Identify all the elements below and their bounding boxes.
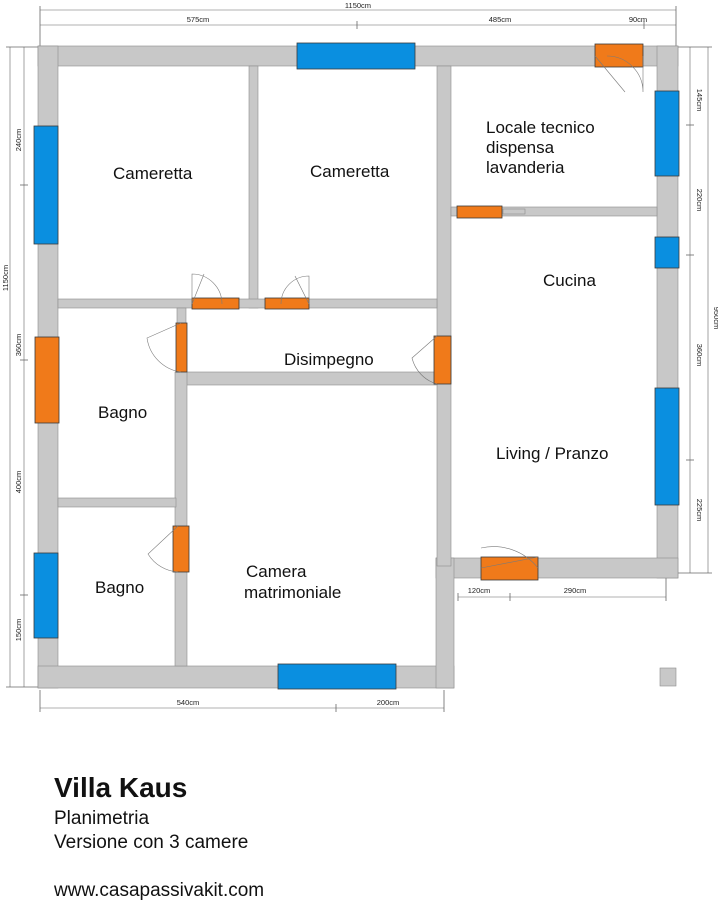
floor-plan: Cameretta Cameretta Locale tecnico dispe…	[1, 1, 718, 712]
outer-wall-step-bottom	[435, 557, 679, 579]
room-label-bagno-2: Bagno	[95, 578, 144, 597]
room-labels: Cameretta Cameretta Locale tecnico dispe…	[95, 118, 608, 602]
door-living-bottom	[480, 556, 539, 581]
wall-camerette-bottom	[57, 298, 438, 309]
door-cameretta-1	[191, 297, 240, 310]
window-left-cameretta	[33, 125, 59, 245]
room-label-bagno-1: Bagno	[98, 403, 147, 422]
dim-top-right: 90cm	[629, 15, 647, 24]
dimension-lines	[6, 6, 712, 712]
windows	[33, 42, 680, 690]
dim-right-total: 950cm	[712, 307, 718, 330]
dim-left-1: 240cm	[14, 129, 23, 152]
room-label-cameretta-1: Cameretta	[113, 164, 193, 183]
door-top-right	[594, 43, 644, 68]
dim-left-total: 1150cm	[1, 265, 10, 291]
dim-right-3: 360cm	[695, 344, 704, 367]
room-label-locale-2: dispensa	[486, 138, 555, 157]
room-label-disimpegno: Disimpegno	[284, 350, 374, 369]
door-bagno-1	[175, 322, 188, 373]
wall-center-vertical	[436, 65, 452, 567]
wall-camera-left	[174, 371, 188, 667]
wall-camerette-divider	[248, 65, 259, 309]
dim-step-left: 120cm	[468, 586, 491, 595]
window-top	[296, 42, 416, 70]
room-label-cameretta-2: Cameretta	[310, 162, 390, 181]
dim-left-4: 150cm	[14, 619, 23, 642]
dim-left-2: 360cm	[14, 334, 23, 357]
doors	[34, 43, 644, 581]
outer-wall-step-side	[435, 557, 455, 689]
door-bagno-2	[172, 525, 190, 573]
dim-top-left: 575cm	[187, 15, 210, 24]
walls	[37, 45, 679, 689]
window-right-locale	[654, 90, 680, 177]
dim-top-total: 1150cm	[345, 1, 371, 10]
dim-right-1: 145cm	[695, 89, 704, 112]
room-label-locale-1: Locale tecnico	[486, 118, 595, 137]
wall-stub	[659, 667, 677, 687]
room-label-cucina: Cucina	[543, 271, 596, 290]
window-right-living	[654, 387, 680, 506]
website-url: www.casapassivakit.com	[54, 880, 265, 901]
room-label-locale-3: lavanderia	[486, 158, 565, 177]
door-locale-tecnico	[456, 205, 503, 219]
dim-bottom-right: 200cm	[377, 698, 400, 707]
dim-right-4: 225cm	[695, 499, 704, 522]
wall-locale-tecnico	[450, 206, 658, 217]
dim-top-mid: 485cm	[489, 15, 512, 24]
window-right-cucina	[654, 236, 680, 269]
dim-bottom-left: 540cm	[177, 698, 200, 707]
room-label-camera-2: matrimoniale	[244, 583, 341, 602]
room-label-camera-1: Camera	[246, 562, 307, 581]
dimension-labels: 1150cm 575cm 485cm 90cm 1150cm 240cm 360…	[1, 1, 718, 707]
plan-version: Versione con 3 camere	[54, 832, 249, 853]
wall-disimpegno-bottom	[175, 371, 438, 386]
plan-title: Villa Kaus	[54, 772, 188, 803]
wall-bagni-divider	[57, 497, 177, 508]
window-left-bagno	[33, 552, 59, 639]
dim-step-right: 290cm	[564, 586, 587, 595]
window-bottom	[277, 663, 397, 690]
room-label-living: Living / Pranzo	[496, 444, 608, 463]
door-cameretta-2	[264, 297, 310, 310]
dim-left-3: 400cm	[14, 471, 23, 494]
plan-subtitle: Planimetria	[54, 808, 150, 829]
door-disimpegno	[433, 335, 452, 385]
dim-right-2: 220cm	[695, 189, 704, 212]
door-left	[34, 336, 60, 424]
